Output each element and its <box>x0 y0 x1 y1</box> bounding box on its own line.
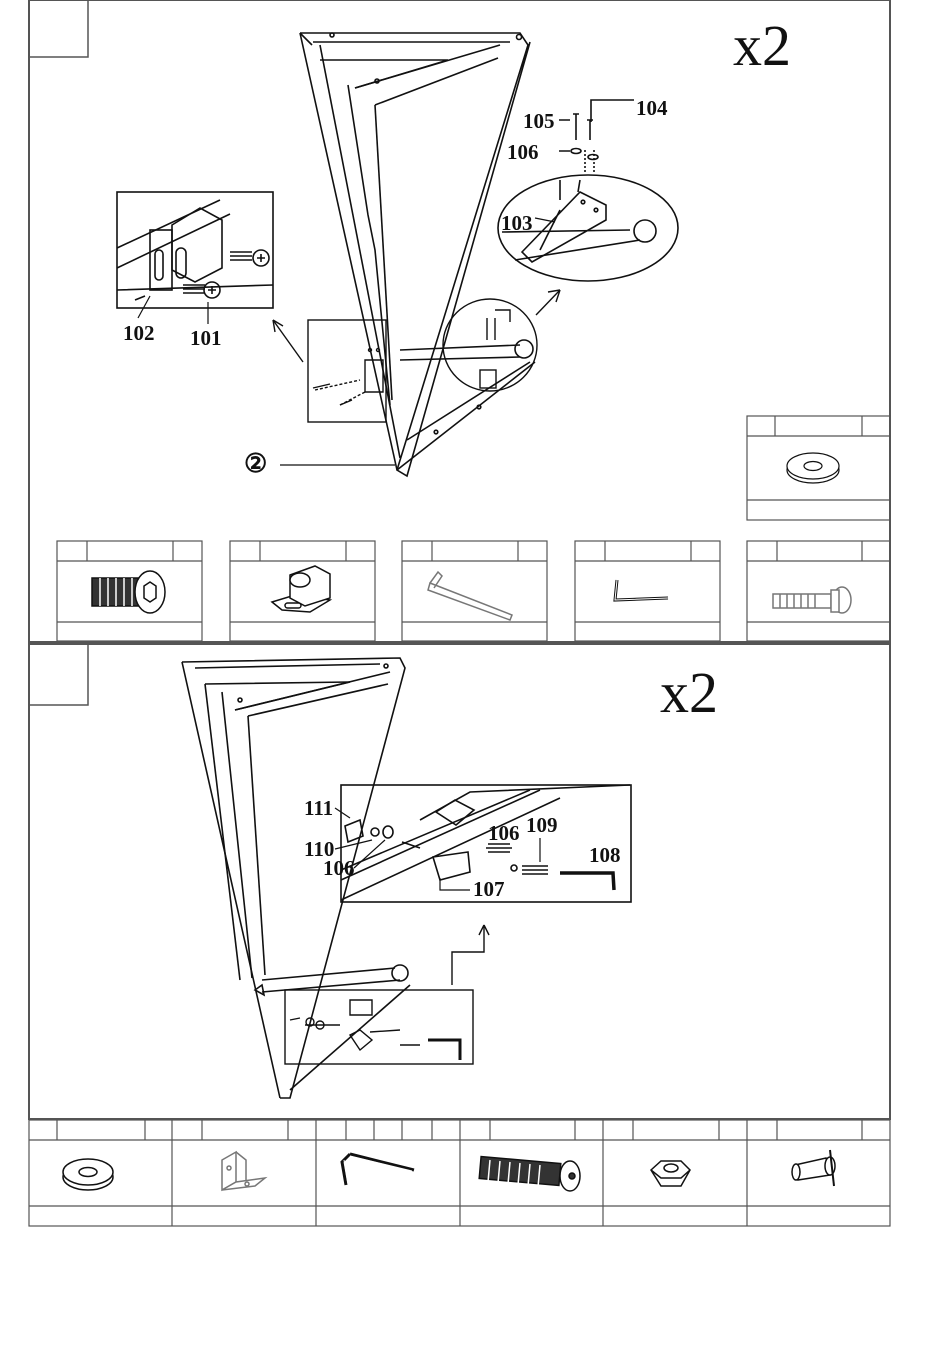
step1-leg-frame <box>300 33 535 476</box>
step1-quantity: x2 <box>733 13 791 78</box>
callout-106-left: 106 <box>323 856 355 880</box>
step1-number-box <box>29 0 88 57</box>
callout-104: 104 <box>636 96 668 120</box>
callout-102: 102 <box>123 321 155 345</box>
step2-panel: x2 <box>29 644 890 1226</box>
long-bolt-icon <box>773 587 851 613</box>
callout-107: 107 <box>473 877 505 901</box>
angle-brace-icon <box>428 572 512 620</box>
socket-bolt-icon <box>479 1157 580 1191</box>
barrel-nut-icon <box>792 1150 835 1186</box>
step1-left-callouts: 102 101 <box>123 296 222 350</box>
callout-106: 106 <box>507 140 539 164</box>
callout-109: 109 <box>526 813 558 837</box>
step1-right-callouts: 104 105 106 103 <box>501 96 668 235</box>
corner-bracket-icon <box>222 1152 265 1190</box>
callout-111: 111 <box>304 796 333 820</box>
step1-side-washer-box <box>747 416 890 520</box>
allen-key-icon <box>342 1154 414 1185</box>
step1-panel: x2 <box>29 0 890 642</box>
step1-left-zoom <box>117 192 273 308</box>
step2-quantity: x2 <box>660 660 718 725</box>
step1-left-inset <box>273 320 386 422</box>
step1-parts-table <box>57 541 890 641</box>
callout-108: 108 <box>589 843 621 867</box>
hex-socket-bolt-icon <box>92 571 165 613</box>
callout-frame-2: ② <box>244 449 267 478</box>
step1-part-icons <box>92 566 851 620</box>
callout-101: 101 <box>190 326 222 350</box>
allen-key-icon <box>615 580 668 600</box>
step2-inset-box <box>285 925 489 1064</box>
washer-icon <box>787 453 839 483</box>
step1-frame-callout: ② <box>244 449 395 478</box>
step1-right-inset <box>443 290 560 391</box>
step2-part-icons <box>63 1150 835 1191</box>
step2-number-box <box>29 644 88 705</box>
callout-103: 103 <box>501 211 533 235</box>
step1-border <box>29 0 890 642</box>
slotted-bracket-icon <box>272 566 330 612</box>
callout-106-right: 106 <box>488 821 520 845</box>
step2-callouts: 111 110 106 106 109 108 107 <box>304 796 621 901</box>
step2-parts-table <box>29 1120 890 1226</box>
hex-nut-icon <box>651 1161 690 1186</box>
step1-top-hardware <box>559 100 634 160</box>
washer-icon <box>63 1159 113 1190</box>
callout-105: 105 <box>523 109 555 133</box>
